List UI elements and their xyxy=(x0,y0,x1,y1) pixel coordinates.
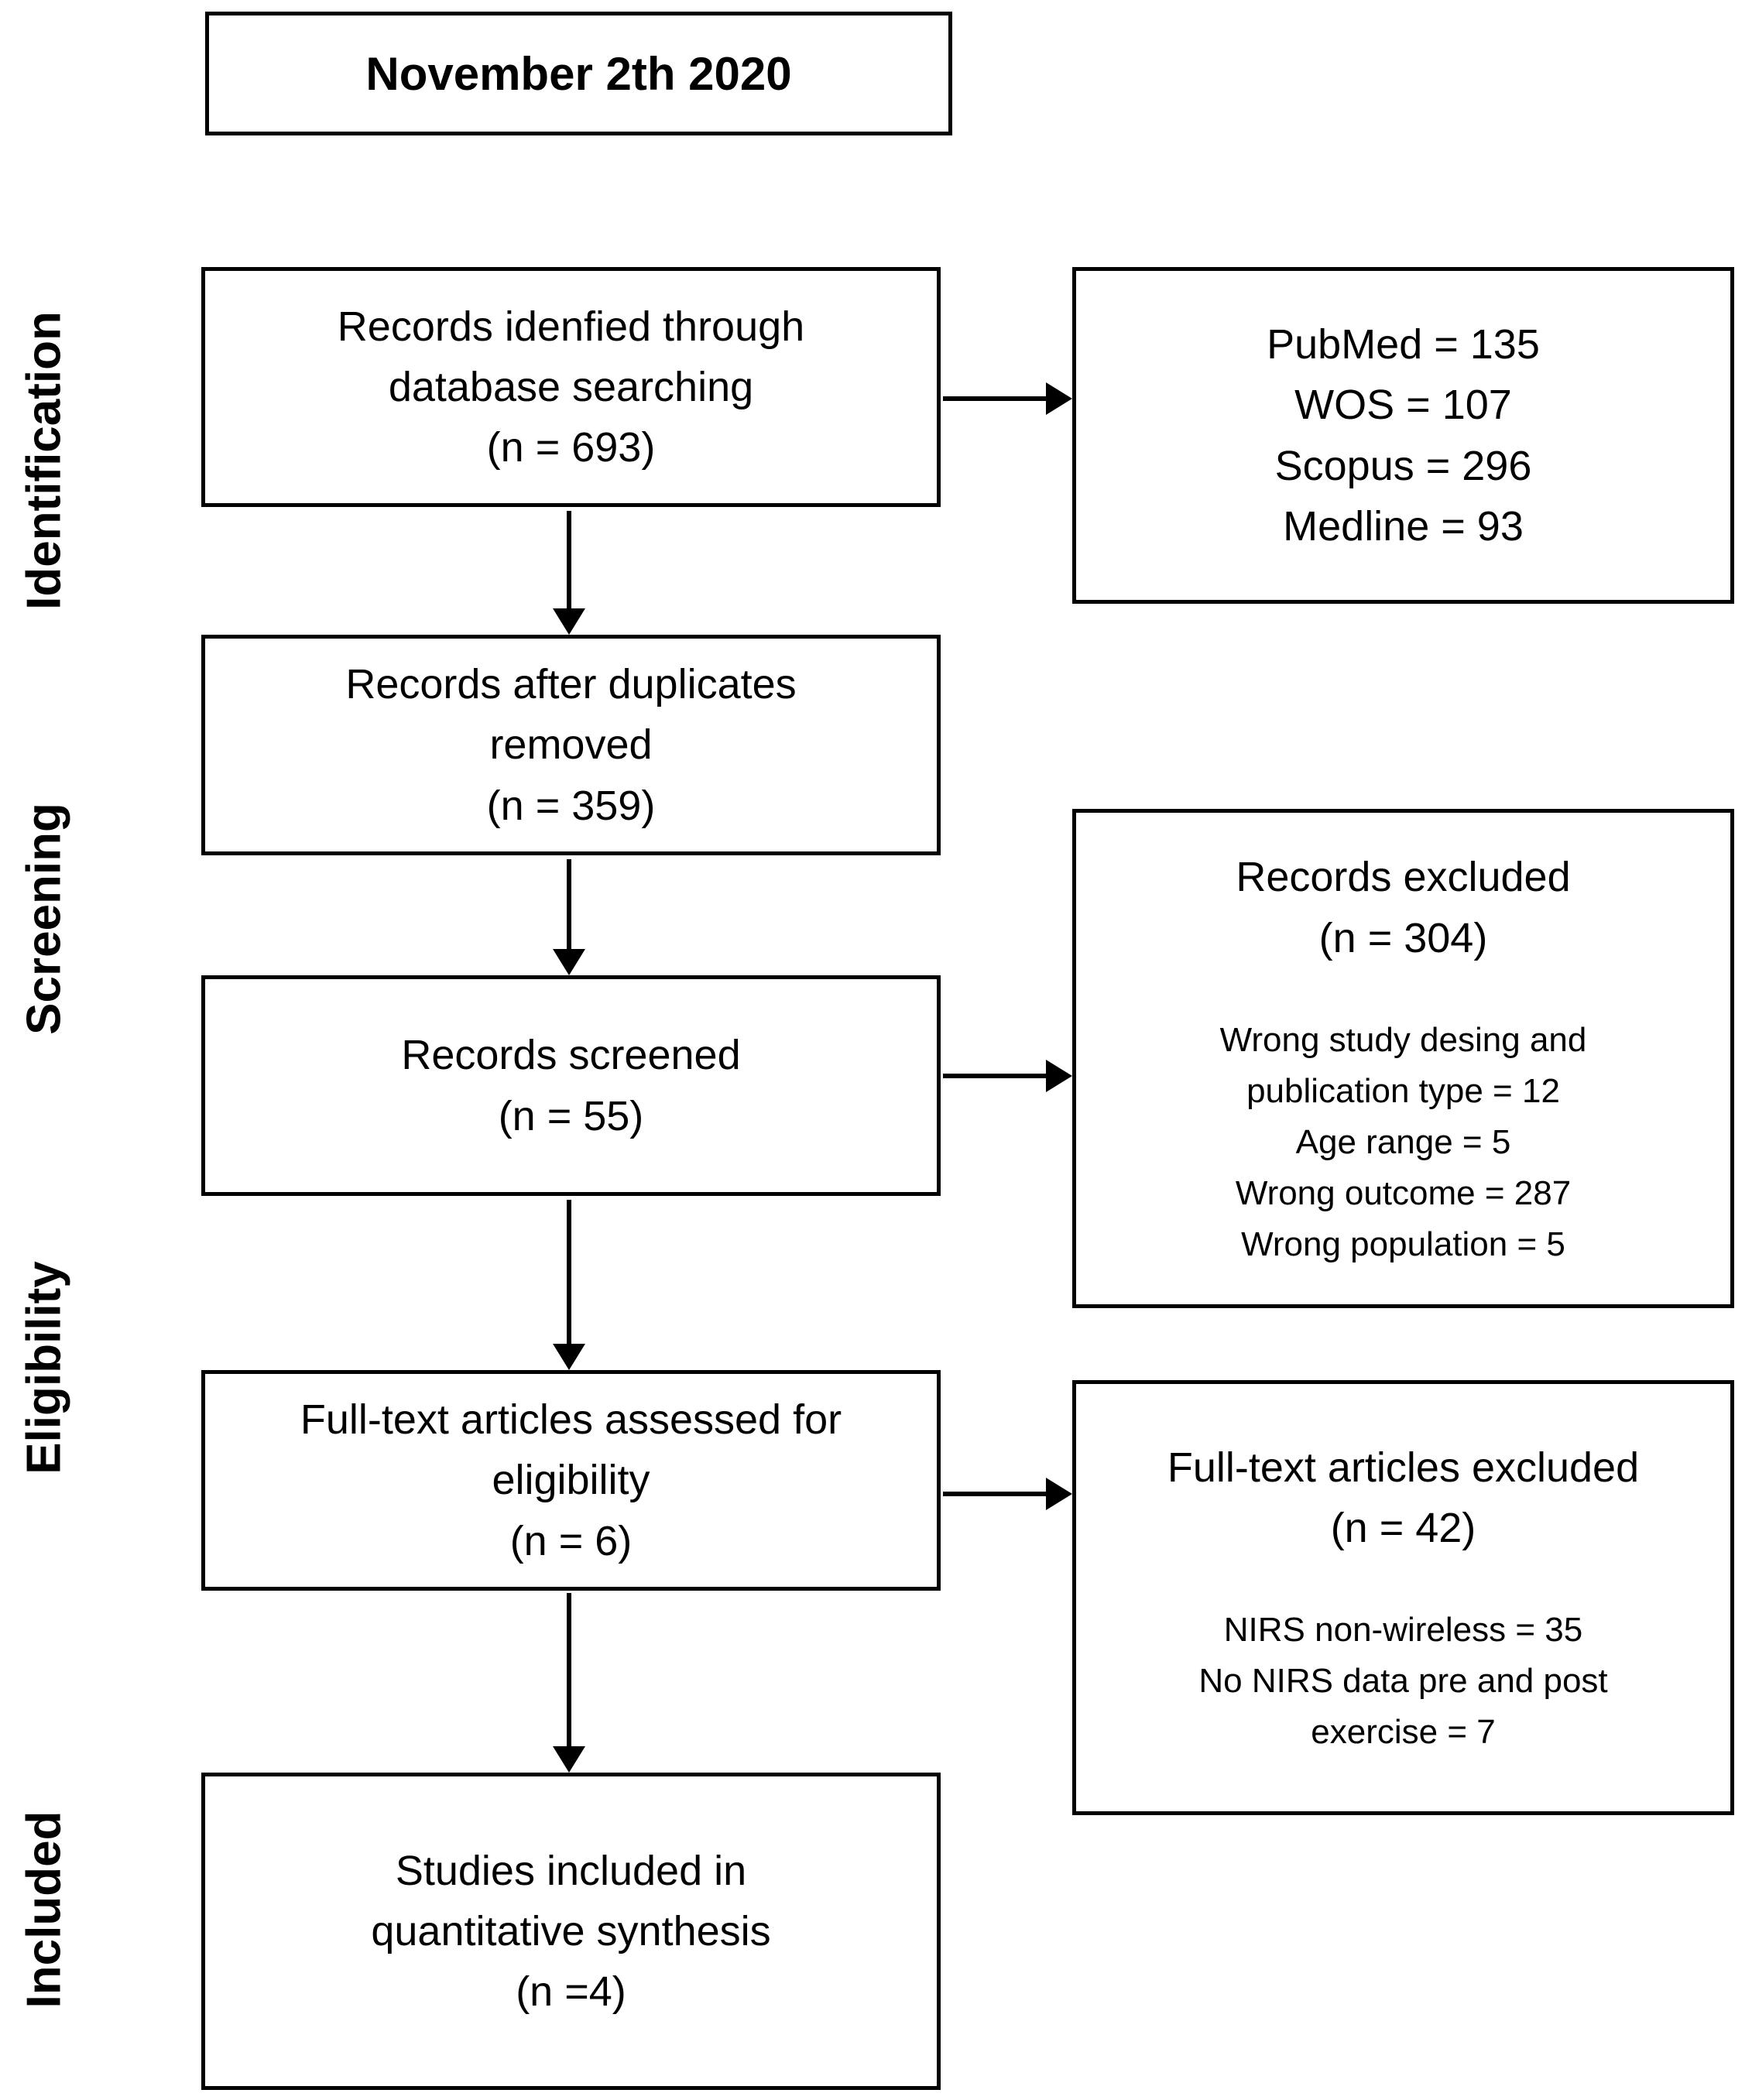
flow-box-fulltext-assessed-text: Full-text articles assessed for eligibil… xyxy=(300,1396,842,1564)
arrow-head xyxy=(1046,1060,1072,1092)
arrow-head xyxy=(553,949,585,975)
side-box-records-excluded-heading: Records excluded (n = 304) xyxy=(1236,854,1571,961)
arrow-line xyxy=(567,511,571,610)
flow-box-fulltext-assessed: Full-text articles assessed for eligibil… xyxy=(201,1370,941,1591)
stage-label-screening: Screening xyxy=(17,803,71,1035)
flow-box-duplicates-removed-text: Records after duplicates removed (n = 35… xyxy=(345,661,797,829)
arrow-line xyxy=(567,1593,571,1748)
arrow-head xyxy=(553,1746,585,1773)
flow-box-records-screened-text: Records screened (n = 55) xyxy=(401,1032,741,1139)
stage-label-identification: Identification xyxy=(17,311,71,610)
flow-box-included-synthesis: Studies included in quantitative synthes… xyxy=(201,1773,941,2090)
flow-box-included-synthesis-text: Studies included in quantitative synthes… xyxy=(371,1847,771,2016)
arrow-line xyxy=(567,1200,571,1345)
arrow-line xyxy=(943,1074,1047,1078)
arrow-line xyxy=(943,396,1047,401)
side-box-records-excluded-details: Wrong study desing and publication type … xyxy=(1219,1020,1587,1263)
arrow-head xyxy=(1046,1478,1072,1510)
date-title-box: November 2th 2020 xyxy=(205,12,952,135)
flow-box-duplicates-removed: Records after duplicates removed (n = 35… xyxy=(201,635,941,855)
stage-label-eligibility: Eligibility xyxy=(17,1261,71,1475)
arrow-head xyxy=(1046,382,1072,415)
arrow-head xyxy=(553,1344,585,1370)
side-box-databases-text: PubMed = 135 WOS = 107 Scopus = 296 Medl… xyxy=(1267,320,1540,550)
side-box-fulltext-excluded-heading: Full-text articles excluded (n = 42) xyxy=(1167,1444,1640,1551)
arrow-line xyxy=(567,859,571,951)
stage-label-included: Included xyxy=(17,1811,71,2009)
side-box-records-excluded: Records excluded (n = 304) Wrong study d… xyxy=(1072,809,1734,1308)
flow-box-records-identified: Records idenfied through database search… xyxy=(201,267,941,507)
flow-box-records-identified-text: Records idenfied through database search… xyxy=(337,303,805,471)
flow-box-records-screened: Records screened (n = 55) xyxy=(201,975,941,1196)
arrow-line xyxy=(943,1492,1047,1496)
side-box-fulltext-excluded: Full-text articles excluded (n = 42) NIR… xyxy=(1072,1380,1734,1815)
arrow-head xyxy=(553,608,585,635)
side-box-fulltext-excluded-details: NIRS non-wireless = 35 No NIRS data pre … xyxy=(1198,1611,1608,1752)
side-box-databases: PubMed = 135 WOS = 107 Scopus = 296 Medl… xyxy=(1072,267,1734,604)
date-title-label: November 2th 2020 xyxy=(365,47,792,100)
